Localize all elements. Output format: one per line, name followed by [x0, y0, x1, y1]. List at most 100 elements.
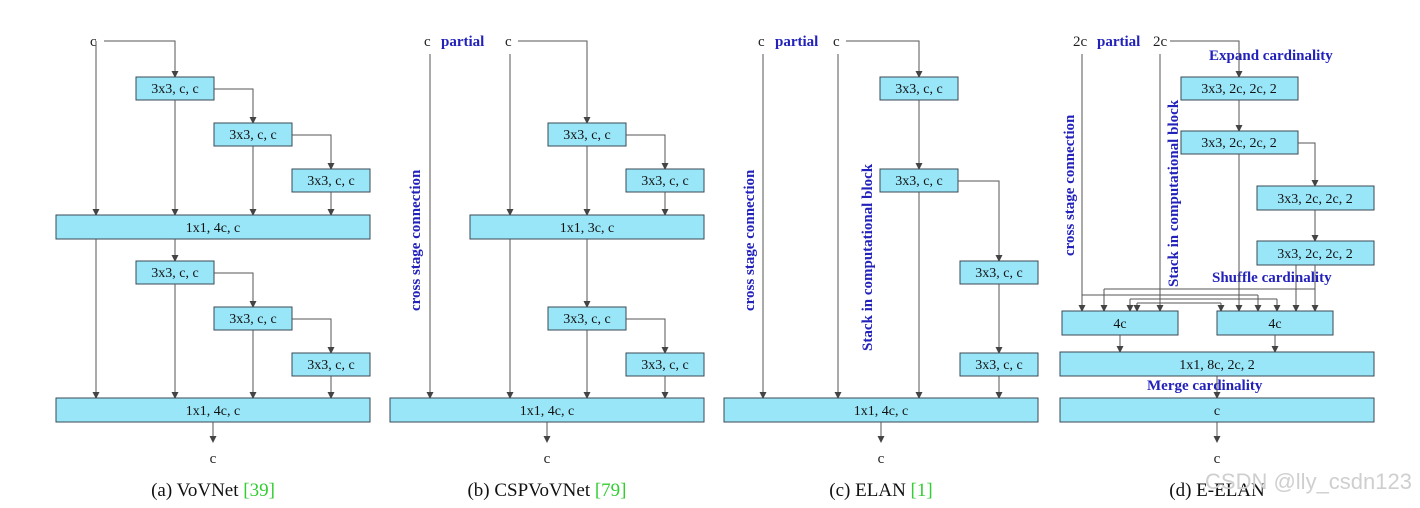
- panel-c-elan: c partial c cross stage connection 3x3, …: [723, 34, 1039, 501]
- partial-label: partial: [775, 34, 818, 50]
- conv-block-label: 3x3, c, c: [563, 312, 610, 327]
- conv-block-label: 3x3, c, c: [229, 312, 276, 327]
- cross-stage-connection-label: cross stage connection: [1062, 114, 1078, 256]
- panel-a-output-label: c: [210, 451, 217, 467]
- group-conv-block-label: 3x3, 2c, 2c, 2: [1201, 82, 1276, 97]
- conv-block: 3x3, c, c: [135, 260, 215, 285]
- connector: [1298, 142, 1319, 187]
- conv-block: 3x3, c, c: [291, 168, 371, 193]
- conv-block: 3x3, c, c: [879, 76, 959, 101]
- aggregation-block-label: 1x1, 4c, c: [186, 221, 240, 236]
- merge-block-label: c: [1214, 404, 1220, 419]
- aggregation-block: 1x1, 4c, c: [55, 214, 371, 240]
- group-conv-block: 3x3, 2c, 2c, 2: [1256, 240, 1375, 266]
- group-transition-block-label: 1x1, 8c, 2c, 2: [1179, 358, 1254, 373]
- concat-block: 4c: [1216, 310, 1334, 336]
- conv-block: 3x3, c, c: [625, 352, 705, 377]
- panel-d-input-right: 2c: [1153, 34, 1168, 50]
- panel-c-input-right: c: [833, 34, 840, 50]
- conv-block-label: 3x3, c, c: [975, 358, 1022, 373]
- connector: [292, 134, 335, 170]
- conv-block-label: 3x3, c, c: [563, 128, 610, 143]
- group-transition-block: 1x1, 8c, 2c, 2: [1059, 351, 1375, 377]
- aggregation-block-label: 1x1, 4c, c: [854, 404, 908, 419]
- panel-d-caption: (d) E-ELAN: [1169, 480, 1265, 501]
- citation-ref: [39]: [243, 480, 275, 501]
- panel-c-input-left: c: [758, 34, 765, 50]
- conv-block: 3x3, c, c: [625, 168, 705, 193]
- partial-label: partial: [1097, 34, 1140, 50]
- expand-cardinality-label: Expand cardinality: [1209, 48, 1333, 64]
- conv-block-label: 3x3, c, c: [641, 358, 688, 373]
- connector: [292, 318, 335, 354]
- connector: [846, 40, 923, 78]
- cross-stage-connection-label: cross stage connection: [408, 169, 424, 311]
- conv-block-label: 3x3, c, c: [307, 358, 354, 373]
- merge-block: c: [1059, 397, 1375, 423]
- conv-block: 3x3, c, c: [135, 76, 215, 101]
- panel-b-output-label: c: [544, 451, 551, 467]
- panel-b-cspvovnet: c partial c cross stage connection 3x3, …: [389, 34, 705, 501]
- panel-a-vovnet: c 3x3, c, c 3x3, c, c 3x3, c, c 1x1, 4c,…: [55, 34, 371, 501]
- group-conv-block-label: 3x3, 2c, 2c, 2: [1277, 192, 1352, 207]
- aggregation-block: 1x1, 4c, c: [389, 397, 705, 423]
- shuffle-cardinality-label: Shuffle cardinality: [1212, 270, 1332, 286]
- group-conv-block-label: 3x3, 2c, 2c, 2: [1201, 136, 1276, 151]
- panel-a-caption: (a) VoVNet [39]: [151, 480, 275, 501]
- group-conv-block: 3x3, 2c, 2c, 2: [1180, 76, 1299, 101]
- panel-b-input-right: c: [505, 34, 512, 50]
- concat-block-label: 4c: [1113, 317, 1126, 332]
- connector: [518, 40, 591, 124]
- citation-ref: [1]: [911, 480, 933, 501]
- partial-label: partial: [441, 34, 484, 50]
- connector: [1170, 40, 1243, 78]
- connector: [626, 318, 669, 354]
- cross-stage-connection-label: cross stage connection: [742, 169, 758, 311]
- aggregation-block-label: 1x1, 4c, c: [520, 404, 574, 419]
- conv-block: 3x3, c, c: [213, 306, 293, 331]
- conv-block: 3x3, c, c: [879, 168, 959, 193]
- group-conv-block: 3x3, 2c, 2c, 2: [1256, 185, 1375, 211]
- connector: [214, 88, 257, 124]
- conv-block: 3x3, c, c: [213, 122, 293, 147]
- conv-block-label: 3x3, c, c: [895, 82, 942, 97]
- conv-block-label: 3x3, c, c: [151, 266, 198, 281]
- panel-d-output-label: c: [1214, 451, 1221, 467]
- panel-c-caption: (c) ELAN [1]: [829, 480, 932, 501]
- panel-a-input-label: c: [90, 34, 97, 50]
- watermark: CSDN @lly_csdn123: [1205, 469, 1412, 494]
- conv-block: 3x3, c, c: [959, 352, 1039, 377]
- group-conv-block: 3x3, 2c, 2c, 2: [1180, 130, 1299, 155]
- conv-block-label: 3x3, c, c: [895, 174, 942, 189]
- conv-block-label: 3x3, c, c: [151, 82, 198, 97]
- conv-block: 3x3, c, c: [547, 306, 627, 331]
- aggregation-block: 1x1, 3c, c: [469, 214, 705, 240]
- conv-block: 3x3, c, c: [959, 260, 1039, 285]
- concat-block-label: 4c: [1268, 317, 1281, 332]
- panel-b-input-left: c: [424, 34, 431, 50]
- concat-block: 4c: [1061, 310, 1179, 336]
- panel-d-e-elan: 2c partial 2c Expand cardinality cross s…: [1059, 34, 1375, 501]
- aggregation-block-label: 1x1, 3c, c: [560, 221, 614, 236]
- group-conv-block-label: 3x3, 2c, 2c, 2: [1277, 247, 1352, 262]
- stack-in-computational-block-label: Stack in computational block: [1166, 99, 1182, 287]
- conv-block-label: 3x3, c, c: [229, 128, 276, 143]
- conv-block: 3x3, c, c: [291, 352, 371, 377]
- connector: [214, 272, 257, 308]
- panel-c-output-label: c: [878, 451, 885, 467]
- connector: [958, 180, 1003, 262]
- panel-b-caption: (b) CSPVoVNet [79]: [467, 480, 626, 501]
- conv-block: 3x3, c, c: [547, 122, 627, 147]
- stack-in-computational-block-label: Stack in computational block: [860, 163, 876, 351]
- panel-d-input-left: 2c: [1073, 34, 1088, 50]
- conv-block-label: 3x3, c, c: [307, 174, 354, 189]
- citation-ref: [79]: [595, 480, 627, 501]
- conv-block-label: 3x3, c, c: [975, 266, 1022, 281]
- merge-cardinality-label: Merge cardinality: [1147, 378, 1263, 394]
- aggregation-block-label: 1x1, 4c, c: [186, 404, 240, 419]
- connector: [104, 40, 179, 78]
- connector: [626, 134, 669, 170]
- conv-block-label: 3x3, c, c: [641, 174, 688, 189]
- aggregation-block: 1x1, 4c, c: [55, 397, 371, 423]
